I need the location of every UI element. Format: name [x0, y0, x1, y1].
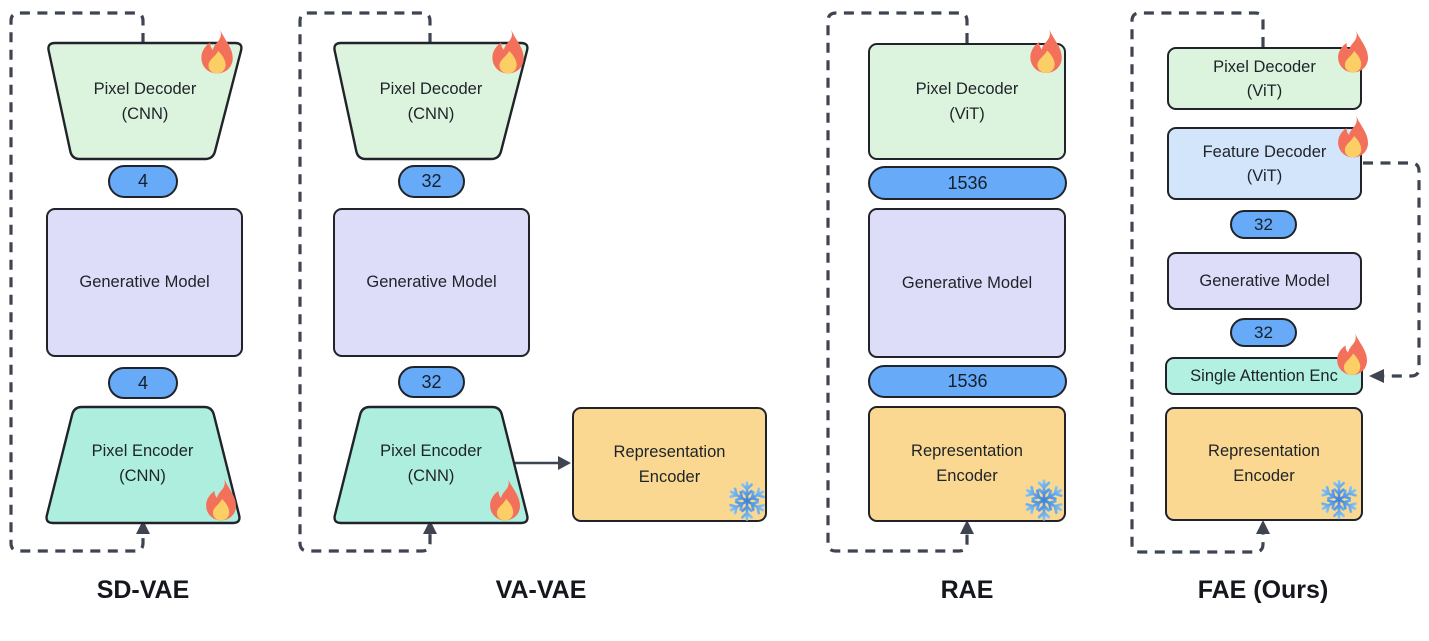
vavae-pixel-encoder-label: Pixel Encoder (CNN) [333, 424, 529, 504]
fae-pixel-decoder-line2: (ViT) [1246, 81, 1283, 100]
sdvae-pixel-encoder-line2: (CNN) [119, 467, 166, 485]
vavae-pixel-encoder-line2: (CNN) [407, 467, 455, 485]
fire-icon [1337, 332, 1367, 375]
panel-title-vavae: VA-VAE [495, 576, 587, 604]
rae-representation-encoder-line1: Representation [911, 442, 1023, 460]
sdvae-pixel-encoder-line1: Pixel Encoder [91, 442, 194, 460]
fae-pixel-decoder-line1: Pixel Decoder [1213, 57, 1316, 76]
vavae-generative-model-label: Generative Model [366, 273, 497, 291]
panel-title-fae: FAE (Ours) [1197, 576, 1329, 604]
fae-feature-decoder-line1: Feature Decoder [1202, 142, 1327, 161]
vavae-representation-encoder-line2: Encoder [638, 467, 701, 486]
rae-latent-top-pill: 1536 [868, 166, 1067, 200]
fae-latent-bottom-pill: 32 [1230, 318, 1297, 347]
rae-loop-arrowhead [960, 520, 974, 534]
vavae-latent-top-value: 32 [421, 171, 442, 191]
fae-feature-decoder-box: Feature Decoder (ViT) [1167, 127, 1362, 200]
fire-icon [492, 29, 524, 74]
fire-icon [1338, 30, 1368, 73]
rae-generative-model-box: Generative Model [868, 208, 1066, 358]
fae-latent-bottom-value: 32 [1254, 322, 1273, 342]
fae-loop-arrowhead [1256, 520, 1270, 534]
vavae-arrowhead [558, 456, 571, 470]
snowflake-icon [727, 481, 767, 521]
fire-icon [1030, 28, 1062, 73]
rae-generative-model-label: Generative Model [901, 273, 1033, 292]
vavae-latent-bottom-value: 32 [421, 371, 442, 392]
panel-title-rae: RAE [940, 576, 994, 604]
fae-single-attention-encoder-label: Single Attention Enc [1190, 366, 1338, 385]
rae-representation-encoder-line2: Encoder [936, 467, 998, 485]
fire-icon [1338, 115, 1368, 158]
fae-generative-model-label: Generative Model [1199, 271, 1330, 290]
snowflake-icon [1023, 479, 1065, 521]
fire-icon [201, 29, 233, 74]
sdvae-latent-top-value: 4 [137, 171, 148, 191]
fae-generative-model-box: Generative Model [1167, 252, 1362, 310]
sdvae-latent-bottom-value: 4 [137, 372, 148, 393]
vavae-latent-bottom-pill: 32 [398, 366, 465, 398]
snowflake-icon [1319, 479, 1359, 520]
vavae-latent-top-pill: 32 [398, 165, 465, 198]
sdvae-pixel-decoder-line1: Pixel Decoder [93, 80, 197, 98]
vavae-loop-arrowhead [423, 520, 437, 534]
vavae-representation-encoder-box: Representation Encoder [572, 407, 767, 522]
vavae-generative-model-box: Generative Model [333, 208, 530, 357]
rae-pixel-decoder-line1: Pixel Decoder [915, 79, 1019, 98]
fae-latent-top-value: 32 [1254, 214, 1273, 234]
fae-single-attention-encoder-box: Single Attention Enc [1165, 357, 1363, 395]
fae-pixel-decoder-box: Pixel Decoder (ViT) [1167, 47, 1362, 110]
rae-pixel-decoder-line2: (ViT) [949, 104, 985, 123]
sdvae-pixel-encoder-label: Pixel Encoder (CNN) [45, 424, 240, 504]
fae-representation-encoder-line1: Representation [1208, 442, 1320, 460]
vavae-representation-encoder-line1: Representation [613, 442, 726, 461]
fire-icon [206, 478, 236, 521]
vavae-pixel-encoder-line1: Pixel Encoder [380, 442, 482, 460]
fae-latent-top-pill: 32 [1230, 210, 1297, 239]
sdvae-pixel-decoder-line2: (CNN) [121, 105, 169, 123]
vavae-pixel-decoder-label: Pixel Decoder (CNN) [333, 62, 529, 142]
rae-latent-bottom-pill: 1536 [868, 365, 1067, 398]
fae-attention-arrowhead [1369, 369, 1384, 383]
fae-feature-to-attention-dashed [1363, 161, 1421, 378]
panel-title-sdvae: SD-VAE [96, 576, 190, 604]
vavae-pixel-decoder-line1: Pixel Decoder [379, 80, 483, 98]
sdvae-latent-bottom-pill: 4 [108, 367, 178, 399]
fae-representation-encoder-line2: Encoder [1233, 467, 1295, 485]
sdvae-generative-model-label: Generative Model [79, 273, 210, 291]
sdvae-feedback-loop-dashed [9, 11, 145, 553]
sdvae-loop-arrowhead [136, 520, 150, 534]
rae-latent-bottom-value: 1536 [947, 371, 988, 391]
rae-latent-top-value: 1536 [947, 172, 988, 193]
fire-icon [490, 478, 520, 521]
rae-feedback-loop-dashed [826, 11, 969, 553]
sdvae-latent-top-pill: 4 [108, 165, 178, 198]
fae-feedback-loop-dashed [1130, 11, 1265, 554]
fae-feature-decoder-line2: (ViT) [1246, 166, 1283, 185]
sdvae-pixel-decoder-label: Pixel Decoder (CNN) [47, 62, 243, 142]
vavae-feedback-loop-dashed [298, 11, 432, 553]
sdvae-generative-model-box: Generative Model [46, 208, 243, 357]
vavae-pixel-decoder-line2: (CNN) [407, 105, 455, 123]
